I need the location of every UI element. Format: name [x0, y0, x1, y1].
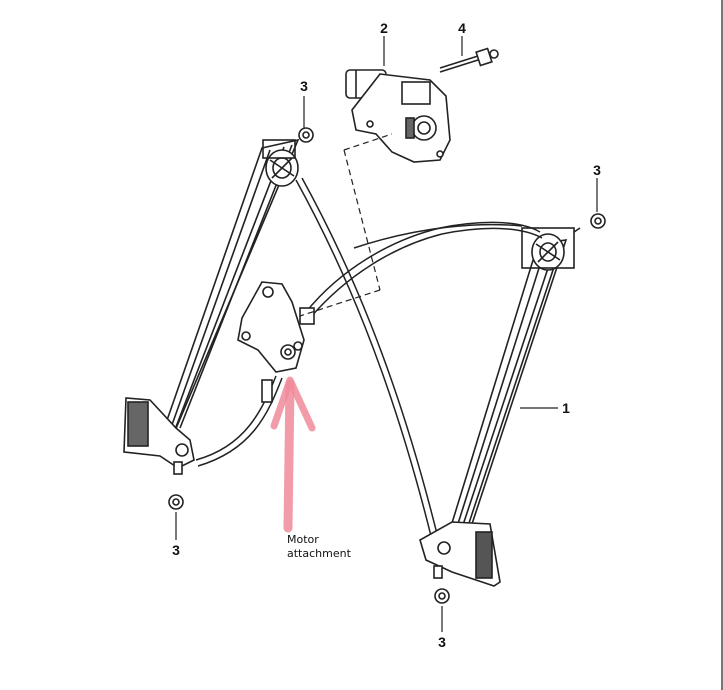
lower-right-slider — [419, 521, 501, 587]
nut-right — [590, 213, 606, 229]
nut-top-left — [298, 127, 314, 143]
motor-attachment-arrow — [270, 376, 316, 533]
callout-motor: 2 — [380, 20, 388, 36]
callout-nut-top-left: 3 — [300, 78, 308, 94]
nuts — [168, 127, 606, 604]
nut-bottom-left — [168, 494, 184, 510]
upper-right-pulley — [521, 227, 581, 271]
note-line-1: Motor — [287, 533, 319, 546]
right-guide-rail — [446, 239, 568, 538]
left-guide-rail — [156, 138, 300, 448]
motor — [345, 69, 451, 163]
motor-attachment-note: Motor attachment — [287, 533, 351, 561]
frame-border — [721, 0, 723, 690]
lower-left-slider — [123, 397, 195, 475]
upper-left-pulley — [262, 139, 299, 187]
motor-bracket — [237, 281, 315, 403]
leader-lines — [175, 36, 598, 632]
nut-bottom-right — [434, 588, 450, 604]
note-line-2: attachment — [287, 547, 351, 560]
callout-nut-bottom-left: 3 — [172, 542, 180, 558]
callout-nut-bottom-right: 3 — [438, 634, 446, 650]
callout-nut-right: 3 — [593, 162, 601, 178]
bolt — [439, 47, 499, 73]
callout-regulator: 1 — [562, 400, 570, 416]
callout-bolt: 4 — [458, 20, 466, 36]
